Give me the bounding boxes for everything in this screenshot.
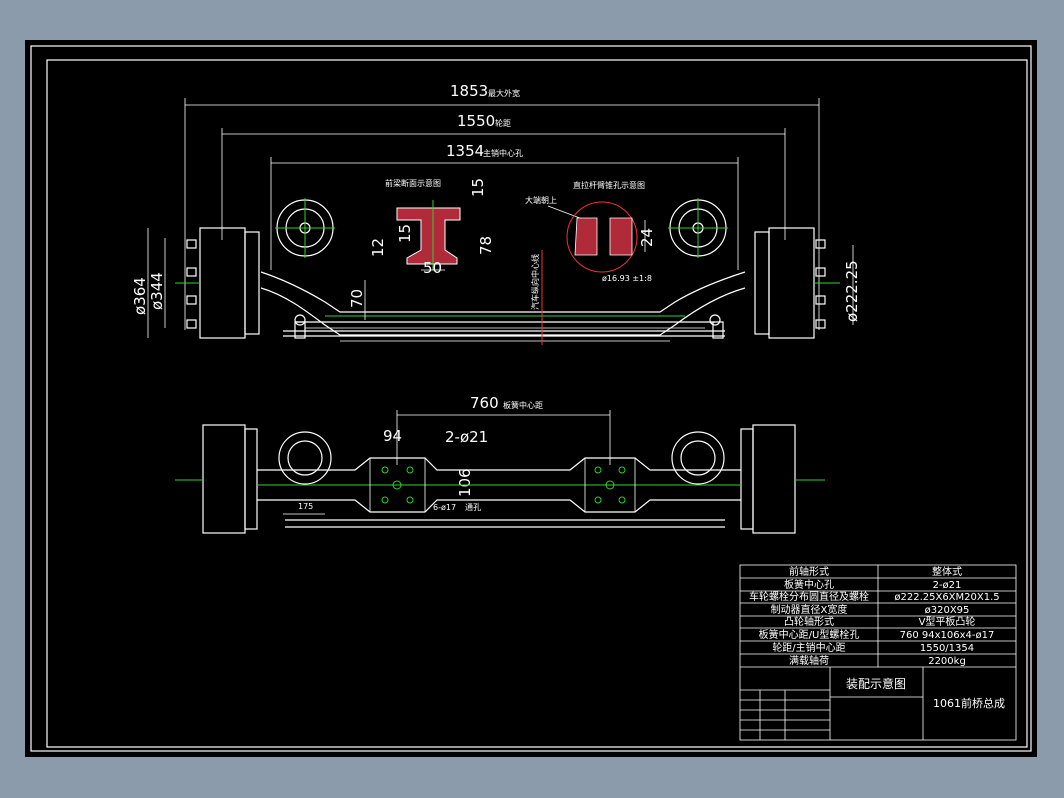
dim-364: ø364 [131,277,149,315]
tb-row-0-value: 整体式 [932,565,962,578]
front-view: 1853 最大外宽 1550 轮距 1354 主销中心孔 ø364 ø [131,82,861,345]
ibeam-dim-15a: 15 [469,178,487,197]
right-spring-pad [584,457,636,513]
ibeam-title: 前梁断面示意图 [385,178,441,188]
plan-beam [257,457,741,471]
dim-175: 175 [298,502,313,511]
ibeam-dim-15b: 15 [396,224,414,243]
tb-row-5-value: 760 94x106x4-ø17 [900,630,995,641]
dim-1550: 1550 [457,112,495,130]
ibeam-dim-78: 78 [477,236,495,255]
tb-row-3-label: 制动器直径X宽度 [771,603,848,616]
dim-222: ø222.25 [843,260,861,322]
title-block: 前轴形式 整体式 板簧中心孔 2-ø21 车轮螺栓分布圆直径及螺栓 ø222.2… [739,564,1017,741]
right-brake-drum [768,227,815,339]
tb-row-0-label: 前轴形式 [789,565,829,578]
tb-row-4-value: V型平板凸轮 [919,615,976,628]
dim-106: 106 [456,468,474,497]
dim-1354-note: 主销中心孔 [483,148,523,158]
dim-1853: 1853 [450,82,488,100]
tb-row-2-value: ø222.25X6XM20X1.5 [894,592,999,603]
plan-left-drum [202,424,246,534]
tb-row-2-label: 车轮螺栓分布圆直径及螺栓 [749,590,869,603]
ibeam-section: 前梁断面示意图 15 12 15 78 50 [369,178,495,277]
inner-border [46,59,1028,748]
drawing-sheet: 1853 最大外宽 1550 轮距 1354 主销中心孔 ø364 ø [25,40,1037,757]
axle-beam [260,271,746,313]
plan-right-drum [752,424,796,534]
dim-1853-note: 最大外宽 [488,88,520,98]
tb-row-4-label: 凸轮轴形式 [784,615,834,628]
tierod-dim-24: 24 [638,228,656,247]
center-note: 汽车纵向中心线 [530,254,540,310]
tierod-dim-taper: ø16.93 ±1:8 [602,274,652,283]
dim-70: 70 [348,289,366,308]
ibeam-dim-12: 12 [369,238,387,257]
tb-row-3-value: ø320X95 [925,605,970,616]
dim-2-21: 2-ø21 [445,428,488,446]
tb-row-1-value: 2-ø21 [933,580,962,591]
dim-6-17-note: 通孔 [465,502,481,512]
part-name: 1061前桥总成 [933,696,1005,710]
dim-94: 94 [383,427,402,445]
tierod-title: 直拉杆臂锥孔示意图 [573,180,645,190]
ibeam-dim-50: 50 [423,259,442,277]
dim-6-17: 6-ø17 [433,503,456,512]
tb-row-7-label: 满载轴荷 [789,654,829,667]
tb-row-7-value: 2200kg [928,656,966,667]
tb-row-5-label: 板簧中心距/U型螺栓孔 [759,628,860,641]
dim-1550-note: 轮距 [495,118,511,128]
cad-drawing: 1853 最大外宽 1550 轮距 1354 主销中心孔 ø364 ø [30,45,1032,752]
tb-row-1-label: 板簧中心孔 [784,578,834,591]
plan-right-chamber [671,431,725,485]
dim-1354: 1354 [446,142,484,160]
plan-left-chamber [278,431,332,485]
left-brake-drum [199,227,246,339]
tb-row-6-label: 轮距/主销中心距 [772,641,845,654]
tb-row-6-value: 1550/1354 [920,643,974,654]
dim-760-note: 板簧中心距 [503,400,543,410]
tierod-taper-detail: 直拉杆臂锥孔示意图 大端朝上 24 ø16.93 ±1:8 [525,180,656,283]
dim-344: ø344 [148,272,166,310]
plan-view: 760 板簧中心距 94 2-ø21 106 6-ø17 通孔 175 [175,394,825,534]
drawing-name: 装配示意图 [846,676,906,691]
tierod-note: 大端朝上 [525,195,557,205]
left-spring-pad [369,457,426,513]
dim-760: 760 [470,394,499,412]
outer-border [30,45,1032,752]
